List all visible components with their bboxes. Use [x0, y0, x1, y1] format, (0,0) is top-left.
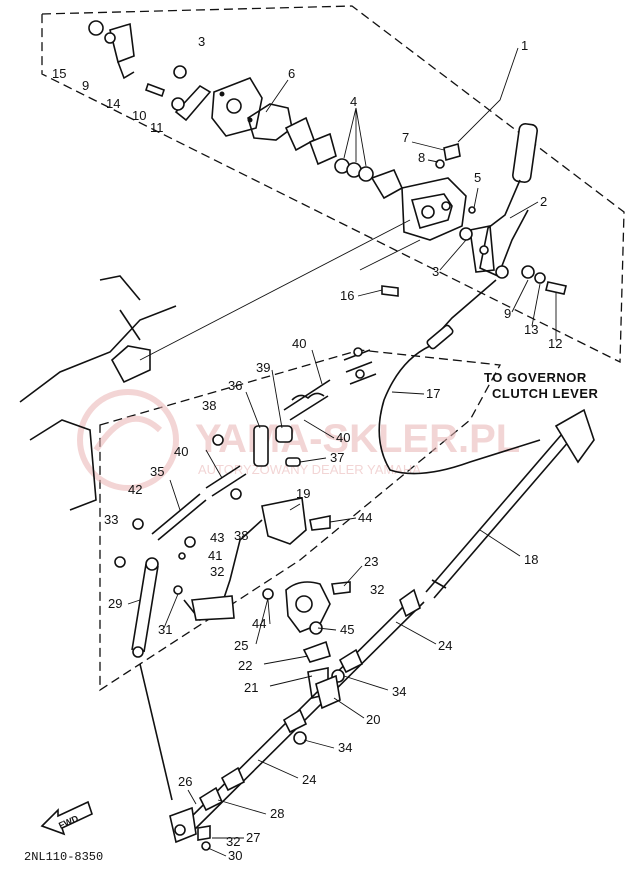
callout-1: 1 — [521, 38, 528, 53]
callout-24: 24 — [438, 638, 452, 653]
callout-25: 25 — [234, 638, 248, 653]
callout-32: 32 — [226, 834, 240, 849]
callout-32: 32 — [210, 564, 224, 579]
springs-and-links — [151, 347, 377, 541]
mount-bracket — [19, 275, 177, 511]
callout-32: 32 — [370, 582, 384, 597]
callout-35: 35 — [150, 464, 164, 479]
callout-30: 30 — [228, 848, 242, 863]
callout-27: 27 — [246, 830, 260, 845]
callout-38: 38 — [202, 398, 216, 413]
callout-44: 44 — [358, 510, 372, 525]
upper-assembly-boundary — [41, 5, 625, 364]
callout-21: 21 — [244, 680, 258, 695]
watermark: YAMA-SKLER.PL AUTORYZOWANY DEALER YAMAHA — [77, 389, 520, 491]
callout-23: 23 — [364, 554, 378, 569]
shift-bracket — [178, 497, 331, 622]
watermark-tagline: AUTORYZOWANY DEALER YAMAHA — [198, 462, 421, 477]
fwd-arrow-icon: FWD — [40, 800, 93, 836]
shift-housing — [401, 177, 467, 241]
callout-19: 19 — [296, 486, 310, 501]
callout-33: 33 — [104, 512, 118, 527]
callout-3: 3 — [198, 34, 205, 49]
callout-29: 29 — [108, 596, 122, 611]
callout-20: 20 — [366, 712, 380, 727]
gasket-plate — [211, 77, 263, 137]
callout-37: 37 — [330, 450, 344, 465]
callout-28: 28 — [270, 806, 284, 821]
callout-40: 40 — [336, 430, 350, 445]
callout-14: 14 — [106, 96, 120, 111]
watermark-brand: YAMA-SKLER.PL — [195, 417, 520, 461]
callout-12: 12 — [548, 336, 562, 351]
callout-15: 15 — [52, 66, 66, 81]
shift-rod-lever — [114, 518, 183, 801]
callout-40: 40 — [174, 444, 188, 459]
callout-5: 5 — [474, 170, 481, 185]
callout-2: 2 — [540, 194, 547, 209]
callout-10: 10 — [132, 108, 146, 123]
callout-36: 36 — [228, 378, 242, 393]
callout-26: 26 — [178, 774, 192, 789]
shift-lever-link — [109, 22, 212, 122]
callout-18: 18 — [524, 552, 538, 567]
callout-16: 16 — [340, 288, 354, 303]
callout-9: 9 — [82, 78, 89, 93]
callout-7: 7 — [402, 130, 409, 145]
callout-31: 31 — [158, 622, 172, 637]
shift-handle-assembly — [469, 123, 538, 279]
governor-note-line1: TO GOVERNOR — [484, 370, 587, 385]
callout-8: 8 — [418, 150, 425, 165]
cam-plates — [284, 116, 404, 200]
drawing-code: 2NL110-8350 — [24, 850, 103, 864]
throttle-cable — [378, 279, 541, 475]
callout-24: 24 — [302, 772, 316, 787]
callout-41: 41 — [208, 548, 222, 563]
governor-rod — [425, 408, 595, 599]
callout-44: 44 — [252, 616, 266, 631]
callout-13: 13 — [524, 322, 538, 337]
callout-34: 34 — [392, 684, 406, 699]
callout-45: 45 — [340, 622, 354, 637]
callout-39: 39 — [256, 360, 270, 375]
governor-note-line2: CLUTCH LEVER — [492, 386, 599, 401]
callout-42: 42 — [128, 482, 142, 497]
callout-34: 34 — [338, 740, 352, 755]
callout-11: 11 — [150, 120, 164, 135]
callout-9: 9 — [504, 306, 511, 321]
callout-labels: 1 2 3 3 4 5 6 7 8 9 9 10 11 12 13 14 15 … — [52, 34, 562, 863]
callout-4: 4 — [350, 94, 357, 109]
upper-fasteners — [88, 20, 567, 297]
callout-38: 38 — [234, 528, 248, 543]
callout-22: 22 — [238, 658, 252, 673]
shift-shaft — [169, 588, 425, 851]
callout-3: 3 — [432, 264, 439, 279]
callout-6: 6 — [288, 66, 295, 81]
callout-17: 17 — [426, 386, 440, 401]
callout-40: 40 — [292, 336, 306, 351]
leader-lines — [127, 47, 557, 857]
callout-43: 43 — [210, 530, 224, 545]
